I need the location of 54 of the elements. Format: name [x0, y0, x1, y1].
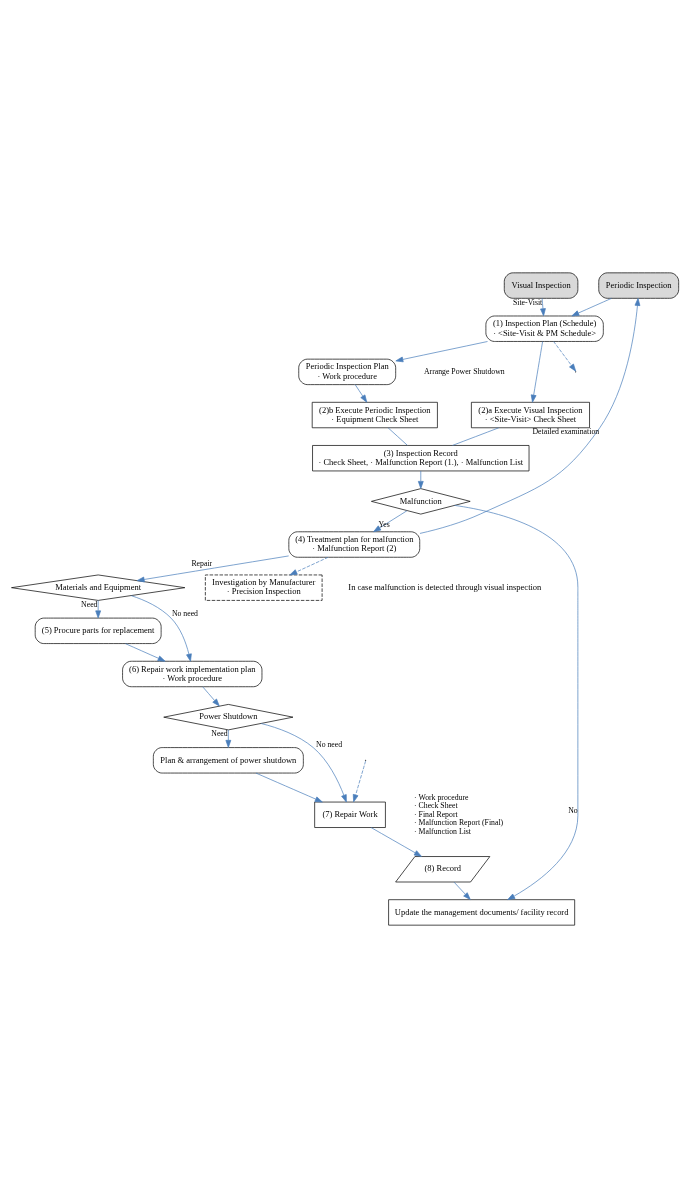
edge-label: No need: [171, 608, 198, 618]
arrow: [571, 297, 612, 316]
node-box: Periodic Inspection Plan · Work procedure: [298, 358, 397, 385]
arrow: [255, 772, 323, 802]
arrow: [95, 599, 101, 618]
node-label: · Malfunction List: [414, 826, 472, 836]
arrow: [530, 340, 543, 403]
node-diamond: Malfunction: [371, 487, 471, 514]
label: In case malfunction is detected through visual inspection: [348, 581, 542, 592]
arrow: [373, 509, 408, 532]
arrow: [260, 722, 347, 802]
node-label: · Work procedure: [414, 792, 469, 802]
arrow: [395, 340, 488, 362]
node-diamond: Power Shutdown: [163, 703, 294, 730]
arrow: [354, 383, 368, 402]
arrow: [453, 881, 471, 900]
arrow: [289, 556, 329, 575]
arrow: [417, 470, 424, 489]
node-box: Visual Inspection: [503, 271, 579, 299]
node-label: · Final Report: [414, 809, 458, 819]
node-box: (7) Repair Work: [314, 801, 386, 828]
edge-label: Detailed examination: [532, 426, 600, 436]
arrow: [136, 555, 289, 582]
arrow: [202, 685, 220, 706]
node-box: Periodic Inspection: [598, 271, 680, 299]
arrow: [225, 729, 232, 748]
arrow: [553, 340, 577, 371]
node-label: · Malfunction Report (Final): [414, 817, 504, 827]
arrow: [454, 504, 579, 900]
edge-label: Site-Visit: [512, 297, 543, 307]
node-box: (2)b Execute Periodic Inspection · Equipment Check Sheet: [311, 401, 438, 428]
connector: [387, 426, 408, 446]
node-box: (5) Procure parts for replacement: [34, 617, 162, 644]
node-box: (6) Repair work implementation plan · Work procedure: [122, 660, 263, 687]
arrow: [130, 594, 192, 662]
node-box: (2)a Execute Visual Inspection · <Site-Visit> Check Sheet: [471, 401, 590, 428]
edge-label: No: [568, 805, 578, 815]
edge-label: No need: [316, 739, 343, 749]
edge-label: Need: [211, 728, 228, 738]
arrow: [352, 760, 366, 802]
edge-label: Repair: [191, 558, 213, 568]
node-box: (3) Inspection Record · Check Sheet, · Malfunction Report (1.), · Malfunction List: [312, 444, 530, 471]
arrow: [370, 826, 422, 857]
edge-label: Need: [81, 599, 98, 609]
node-box: Update the management documents/ facility record: [388, 898, 576, 926]
node-box: Investigation by Manufacturer · Precision Inspection: [205, 574, 323, 601]
node-box: (4) Treatment plan for malfunction · Malfunction Report (2): [288, 530, 421, 558]
node-label: · Check Sheet: [414, 800, 458, 810]
node-box: Plan & arrangement of power shutdown: [153, 746, 304, 773]
edge-label: Yes: [378, 520, 390, 529]
node-box: (1) Inspection Plan (Schedule) · <Site-Visit & PM Schedule>: [485, 315, 604, 342]
node-label: Arrange Power Shutdown: [423, 366, 505, 376]
arrow: [419, 297, 641, 534]
arrow: [540, 297, 546, 316]
